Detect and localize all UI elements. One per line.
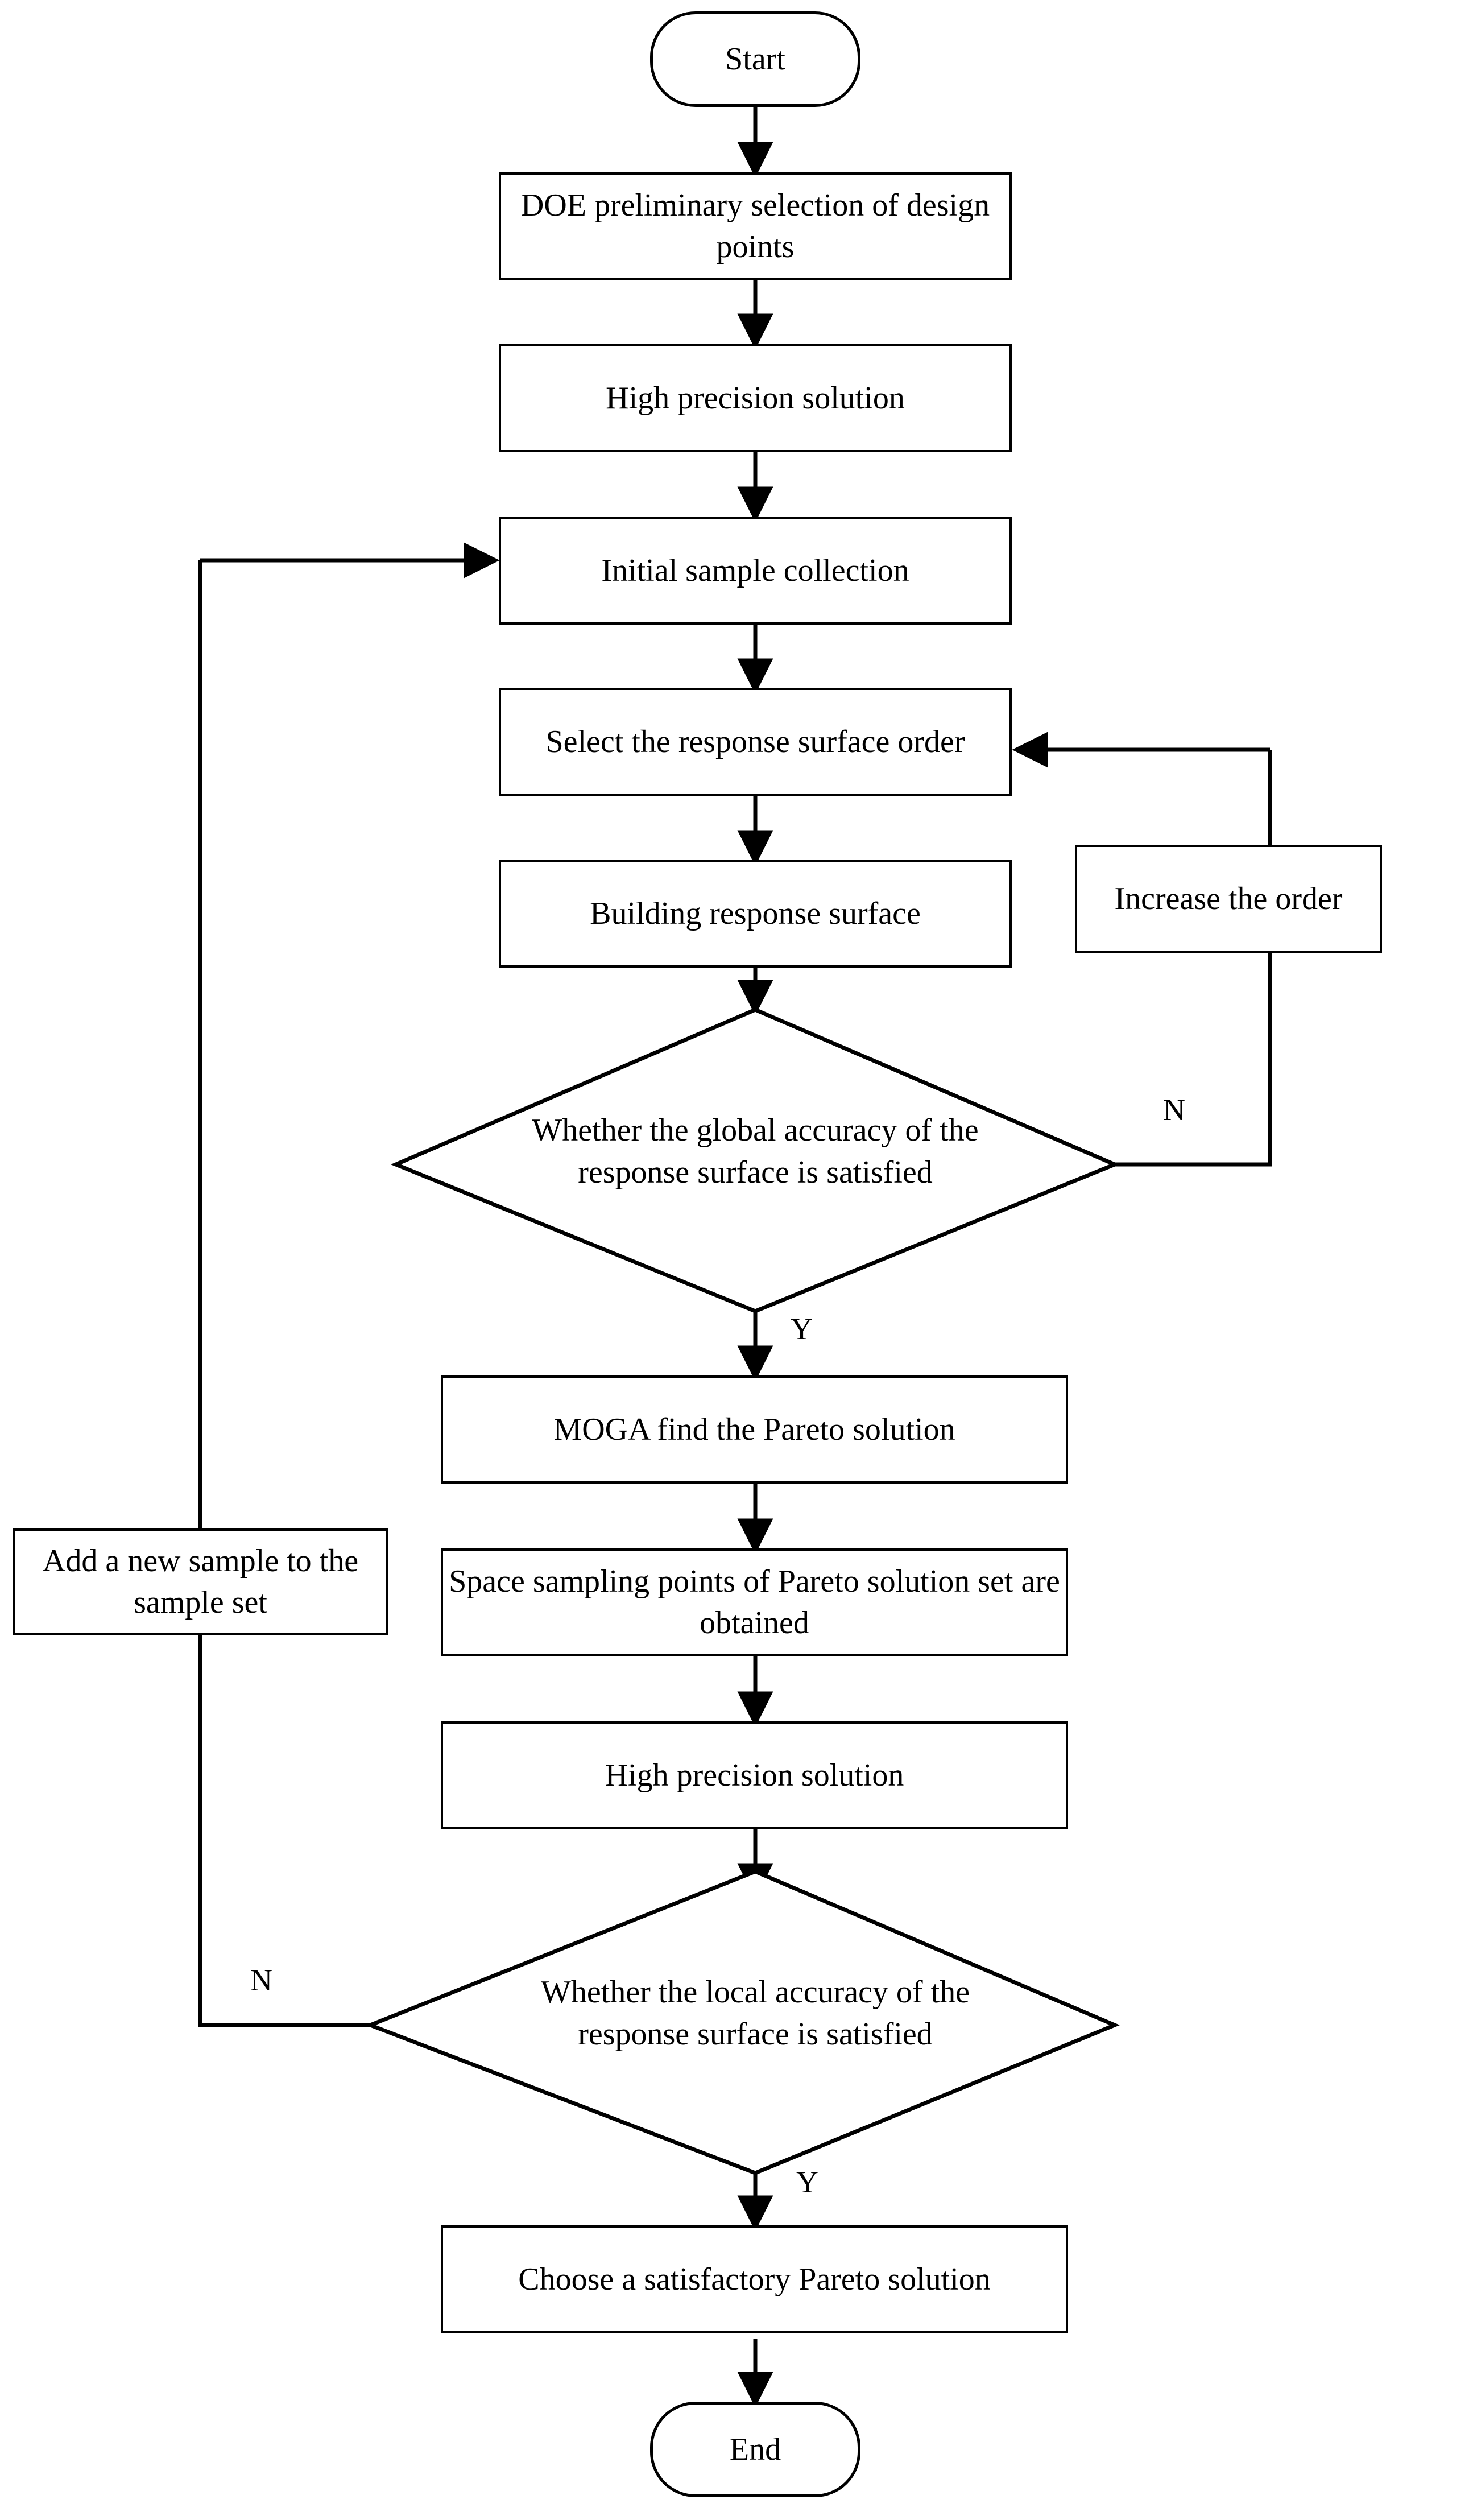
node-doe-preliminary-selection[interactable]: DOE preliminary selection of design poin… [499,172,1012,280]
edge-global-no-vertical [1115,750,1272,1167]
edge-label-global-yes: Y [791,1312,813,1346]
decision-global-accuracy-shape [390,1007,1120,1313]
decision-local-accuracy-shape [365,1869,1120,2175]
node-initial-sample-label: Initial sample collection [601,552,909,588]
node-select-order-label: Select the response surface order [545,724,965,759]
node-increase-order-label: Increase the order [1114,881,1343,916]
edge-label-local-yes: Y [796,2165,818,2199]
node-high-precision-1-label: High precision solution [606,380,905,416]
node-start-label: Start [725,41,785,77]
node-doe-label: DOE preliminary selection of design poin… [520,188,990,265]
edge-local-no-vertical [198,560,370,2027]
node-end-label: End [729,2431,781,2467]
node-moga-label: MOGA find the Pareto solution [553,1411,955,1447]
node-local-accuracy-decision[interactable]: Whether the local accuracy of the respon… [522,1943,988,2085]
node-local-accuracy-label: Whether the local accuracy of the respon… [540,1974,970,2052]
node-global-accuracy-label: Whether the global accuracy of the respo… [532,1113,979,1190]
node-start[interactable]: Start [650,11,860,107]
node-high-precision-solution-2[interactable]: High precision solution [441,1721,1068,1829]
node-end[interactable]: End [650,2402,860,2497]
decision-diamonds [365,1007,1120,2175]
node-choose-satisfactory-pareto[interactable]: Choose a satisfactory Pareto solution [441,2225,1068,2333]
node-space-sampling-label: Space sampling points of Pareto solution… [449,1564,1060,1641]
global-no-loop-path [1012,732,1272,1167]
node-add-new-sample[interactable]: Add a new sample to the sample set [13,1528,388,1635]
node-moga-find-pareto-solution[interactable]: MOGA find the Pareto solution [441,1375,1068,1484]
local-no-loop-path [198,542,500,2027]
node-initial-sample-collection[interactable]: Initial sample collection [499,517,1012,625]
node-choose-pareto-label: Choose a satisfactory Pareto solution [518,2261,991,2297]
edge-label-global-no: N [1163,1093,1185,1127]
node-build-surface-label: Building response surface [590,895,921,931]
node-select-response-surface-order[interactable]: Select the response surface order [499,688,1012,796]
node-building-response-surface[interactable]: Building response surface [499,860,1012,968]
node-add-sample-label: Add a new sample to the sample set [42,1543,359,1620]
node-global-accuracy-decision[interactable]: Whether the global accuracy of the respo… [522,1081,988,1223]
edge-label-local-no: N [250,1963,272,1997]
node-space-sampling-points[interactable]: Space sampling points of Pareto solution… [441,1548,1068,1656]
node-high-precision-2-label: High precision solution [605,1757,904,1793]
node-high-precision-solution-1[interactable]: High precision solution [499,344,1012,452]
node-increase-the-order[interactable]: Increase the order [1075,845,1382,953]
